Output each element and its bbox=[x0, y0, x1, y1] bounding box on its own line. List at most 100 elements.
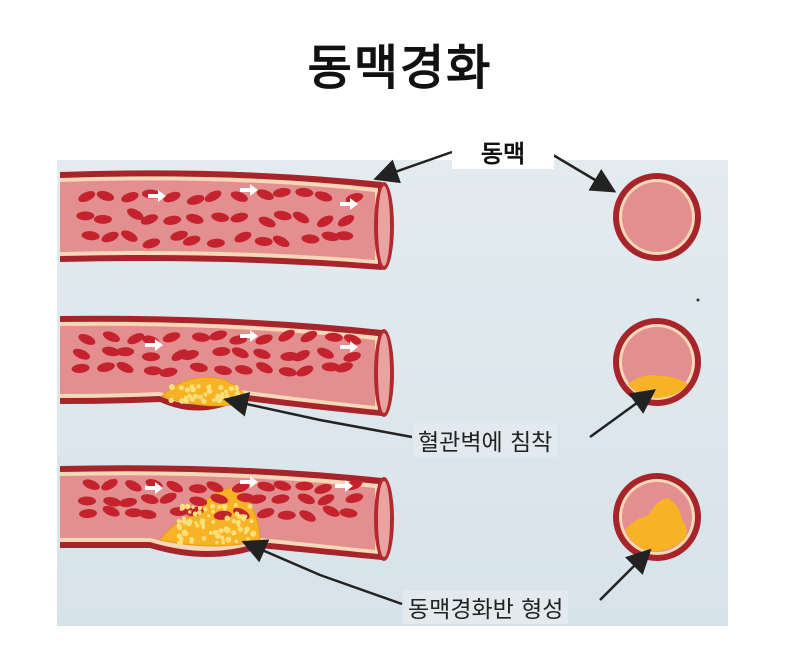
plaque-particle bbox=[232, 395, 237, 399]
red-blood-cell bbox=[314, 483, 332, 494]
red-blood-cell bbox=[317, 347, 334, 359]
plaque-particle bbox=[231, 518, 237, 524]
red-blood-cell bbox=[116, 361, 134, 374]
red-blood-cell bbox=[230, 212, 249, 223]
red-blood-cell bbox=[159, 492, 177, 504]
flow-arrow-icon bbox=[340, 341, 358, 353]
red-blood-cell bbox=[272, 235, 290, 248]
red-blood-cell bbox=[103, 497, 122, 507]
red-blood-cell bbox=[278, 367, 297, 377]
red-blood-cell bbox=[256, 508, 275, 519]
plaque-particle bbox=[218, 385, 224, 391]
red-blood-cell bbox=[258, 216, 276, 228]
red-blood-cell bbox=[295, 187, 314, 198]
plaque-particle bbox=[176, 533, 182, 539]
flow-arrow-icon bbox=[240, 184, 258, 196]
plaque-particle bbox=[206, 384, 210, 389]
plaque-particle bbox=[244, 526, 250, 533]
plaque-particle bbox=[176, 523, 182, 528]
red-blood-cell bbox=[206, 238, 225, 248]
red-blood-cell bbox=[119, 497, 137, 508]
red-blood-cell bbox=[231, 482, 250, 493]
red-blood-cell bbox=[230, 191, 248, 202]
red-blood-cell bbox=[257, 481, 275, 492]
red-blood-cell bbox=[234, 231, 252, 243]
plaque-particle bbox=[247, 503, 253, 509]
plaque-particle bbox=[191, 505, 195, 509]
red-blood-cell bbox=[127, 208, 144, 220]
advanced-plaque-artery-cross-section bbox=[613, 473, 701, 561]
plaque-particle bbox=[240, 514, 246, 519]
red-blood-cell bbox=[317, 494, 335, 506]
red-blood-cell bbox=[204, 190, 222, 202]
plaque-particle bbox=[207, 388, 213, 394]
plaque-particle bbox=[234, 539, 239, 544]
red-blood-cell bbox=[186, 213, 204, 224]
plaque-particle bbox=[195, 523, 200, 528]
plaque-particle bbox=[203, 392, 208, 397]
plaque-particle bbox=[224, 515, 231, 521]
plaque-artery-cross-section bbox=[613, 318, 701, 406]
red-blood-cell bbox=[212, 347, 231, 357]
plaque-particle bbox=[217, 505, 222, 510]
plaque-particle bbox=[234, 391, 240, 397]
artery-label: 동맥 bbox=[452, 134, 554, 169]
red-blood-cell bbox=[124, 508, 143, 518]
red-blood-cell bbox=[343, 351, 361, 362]
plaque-particle bbox=[198, 394, 204, 400]
plaque-particle bbox=[220, 535, 225, 540]
plaque-particle bbox=[215, 393, 220, 399]
plaque-particle bbox=[187, 510, 192, 514]
plaque-particle bbox=[176, 518, 181, 524]
plaque-particle bbox=[168, 397, 174, 404]
flow-arrow-icon bbox=[240, 476, 258, 488]
red-blood-cell bbox=[321, 362, 340, 372]
flow-arrow-icon bbox=[145, 482, 163, 494]
plaque-particle bbox=[184, 395, 189, 400]
plaque-particle bbox=[231, 530, 237, 536]
red-blood-cell bbox=[209, 330, 228, 341]
red-blood-cell bbox=[171, 349, 188, 362]
plaque-particle bbox=[209, 503, 216, 509]
red-blood-cell bbox=[82, 479, 100, 490]
red-blood-cell bbox=[182, 235, 201, 246]
flow-arrow-icon bbox=[145, 339, 163, 351]
red-blood-cell bbox=[297, 493, 315, 505]
red-blood-cell bbox=[162, 332, 181, 343]
flow-arrow-icon bbox=[340, 198, 358, 210]
red-blood-cell bbox=[345, 493, 364, 504]
plaque-particle bbox=[229, 386, 235, 392]
red-blood-cell bbox=[142, 238, 161, 249]
red-blood-cell bbox=[138, 509, 157, 519]
red-blood-cell bbox=[96, 190, 115, 201]
flow-arrow-icon bbox=[240, 330, 258, 342]
plaque-formation-label: 동맥경화반 형성 bbox=[403, 590, 569, 624]
red-blood-cell bbox=[322, 505, 340, 517]
red-blood-cell bbox=[142, 352, 160, 362]
red-blood-cell bbox=[181, 350, 199, 360]
flow-arrow-icons bbox=[145, 184, 358, 494]
red-blood-cell bbox=[339, 508, 358, 518]
red-blood-cell bbox=[78, 191, 96, 203]
plaque-particle bbox=[197, 510, 202, 515]
red-blood-cell bbox=[335, 231, 354, 241]
red-blood-cell bbox=[189, 362, 208, 373]
red-blood-cell bbox=[255, 334, 273, 345]
plaque-particle bbox=[212, 529, 219, 536]
red-blood-cell bbox=[143, 366, 162, 376]
red-blood-cell bbox=[170, 230, 188, 241]
plaque-particle bbox=[218, 528, 224, 534]
plaque-particle bbox=[196, 384, 201, 389]
plaque-particle bbox=[180, 506, 185, 510]
red-blood-cell bbox=[79, 509, 98, 519]
plaque-particle bbox=[237, 527, 243, 533]
plaque-particle bbox=[235, 519, 241, 526]
plaque-particle bbox=[184, 387, 191, 393]
red-blood-cell bbox=[125, 480, 142, 492]
red-blood-cell bbox=[97, 362, 115, 372]
plaque-particle bbox=[221, 540, 225, 545]
plaque-particle bbox=[234, 385, 239, 389]
red-blood-cell bbox=[166, 480, 183, 493]
plaque-particle bbox=[224, 393, 230, 399]
